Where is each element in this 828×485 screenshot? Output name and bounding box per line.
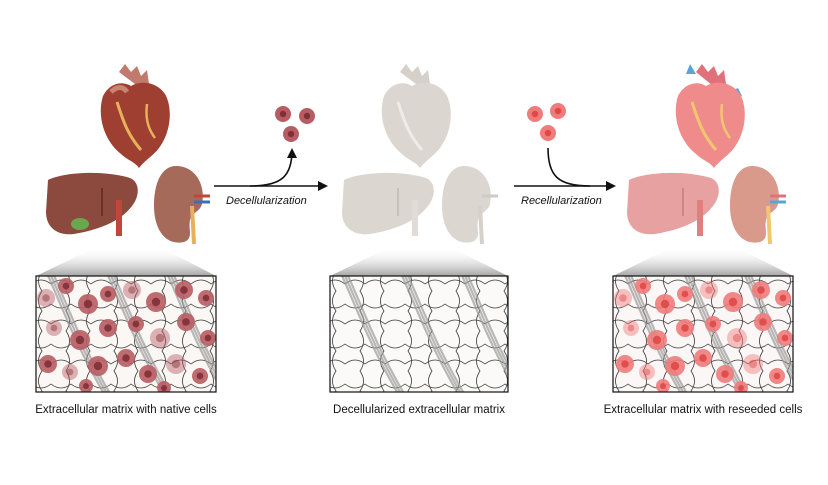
cell-icon [150, 328, 170, 348]
matrix-decellularized [329, 275, 509, 393]
arrow-icon [547, 147, 591, 187]
caption-decellularized: Decellularized extracellular matrix [333, 404, 505, 416]
cell-icon [123, 281, 141, 299]
kidney-icon [442, 166, 498, 245]
cell-icon [166, 354, 186, 374]
cell-icon [46, 320, 62, 336]
heart-icon [381, 64, 451, 168]
liver-icon [342, 172, 434, 236]
cell-icon [727, 328, 747, 348]
cell-icon [700, 281, 718, 299]
matrix-reseeded [612, 275, 794, 393]
removed-cells [275, 106, 315, 142]
cell-icon [37, 289, 55, 307]
reseeded-organs [627, 64, 786, 245]
decellularization-label: Decellularization [226, 195, 307, 207]
liver-icon [46, 172, 138, 236]
matrix-native [35, 275, 217, 393]
liver-icon [627, 172, 719, 236]
zoom-indicator [330, 250, 508, 276]
zoom-indicator [613, 250, 793, 276]
heart-icon [675, 64, 745, 168]
caption-native: Extracellular matrix with native cells [35, 404, 217, 416]
kidney-icon [154, 166, 210, 245]
arrow-icon [249, 148, 297, 187]
cell-icon [623, 320, 639, 336]
recellularization-arrow [514, 103, 616, 191]
zoom-indicator [36, 250, 216, 276]
decellularization-arrow [214, 106, 328, 191]
caption-reseeded: Extracellular matrix with reseeded cells [603, 404, 803, 416]
heart-icon [100, 64, 170, 168]
recellularization-label: Recellularization [521, 195, 602, 207]
decellularized-organs [342, 64, 498, 245]
cell-icon [743, 354, 763, 374]
cell-icon [62, 364, 78, 380]
added-cells [527, 103, 566, 141]
cell-icon [614, 289, 632, 307]
kidney-icon [730, 166, 786, 245]
cell-icon [639, 364, 655, 380]
native-organs [46, 64, 210, 245]
